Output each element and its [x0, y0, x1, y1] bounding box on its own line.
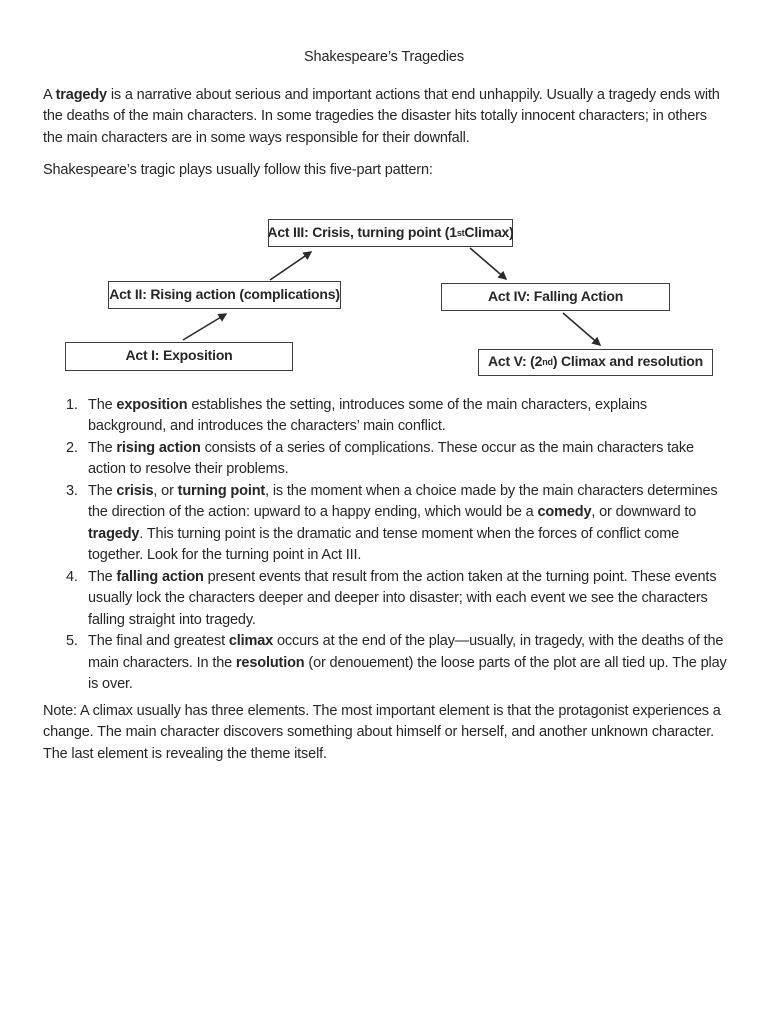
- diagram-box-act4-falling-action: Act IV: Falling Action: [441, 282, 670, 311]
- list-item: 1. The exposition establishes the settin…: [0, 395, 768, 438]
- arrow-act3-to-act4-icon: [469, 246, 508, 280]
- list-item-number: 5.: [66, 633, 78, 649]
- page-title: Shakespeare’s Tragedies: [304, 49, 464, 65]
- diagram-box-act2-rising-action: Act II: Rising action (complications): [108, 280, 341, 309]
- list-item: 2. The rising action consists of a serie…: [0, 438, 768, 481]
- list-item: 5. The final and greatest climax occurs …: [0, 631, 768, 696]
- arrow-act1-to-act2-icon: [182, 312, 228, 341]
- list-item-text: The crisis, or turning point, is the mom…: [88, 482, 718, 564]
- list-item: 3. The crisis, or turning point, is the …: [0, 481, 768, 567]
- arrow-act2-to-act3-icon: [269, 250, 313, 281]
- box-label-part: Act V: (2: [487, 353, 543, 370]
- diagram-box-act1-exposition: Act I: Exposition: [65, 341, 293, 371]
- list-item-text: The rising action consists of a series o…: [88, 439, 694, 478]
- box-label-part: ) Climax and resolution: [552, 353, 704, 370]
- pattern-numbered-list: 1. The exposition establishes the settin…: [0, 395, 768, 696]
- list-item-text: The falling action present events that r…: [88, 568, 717, 628]
- note-paragraph: Note: A climax usually has three element…: [43, 702, 721, 762]
- list-item: 4. The falling action present events tha…: [0, 567, 768, 632]
- box-label-part: Climax): [464, 223, 514, 240]
- list-item-text: The final and greatest climax occurs at …: [88, 633, 727, 692]
- box-label-part: Act I: Exposition: [125, 347, 233, 364]
- diagram-arrows: [182, 246, 602, 346]
- list-item-number: 1.: [66, 396, 78, 413]
- box-label-part: Act II: Rising action (complications): [109, 285, 340, 302]
- box-label-part: Act III: Crisis, turning point (1: [267, 223, 457, 240]
- arrow-act4-to-act5-icon: [562, 311, 602, 346]
- list-item-text: The exposition establishes the setting, …: [88, 396, 648, 435]
- list-item-number: 2.: [66, 439, 78, 456]
- list-item-number: 3.: [66, 482, 78, 499]
- box-label-part: Act IV: Falling Action: [487, 287, 624, 304]
- pattern-intro-line: Shakespeare’s tragic plays usually follo…: [43, 162, 433, 178]
- intro-paragraph: A tragedy is a narrative about serious a…: [43, 86, 720, 146]
- list-item-number: 4.: [66, 568, 78, 585]
